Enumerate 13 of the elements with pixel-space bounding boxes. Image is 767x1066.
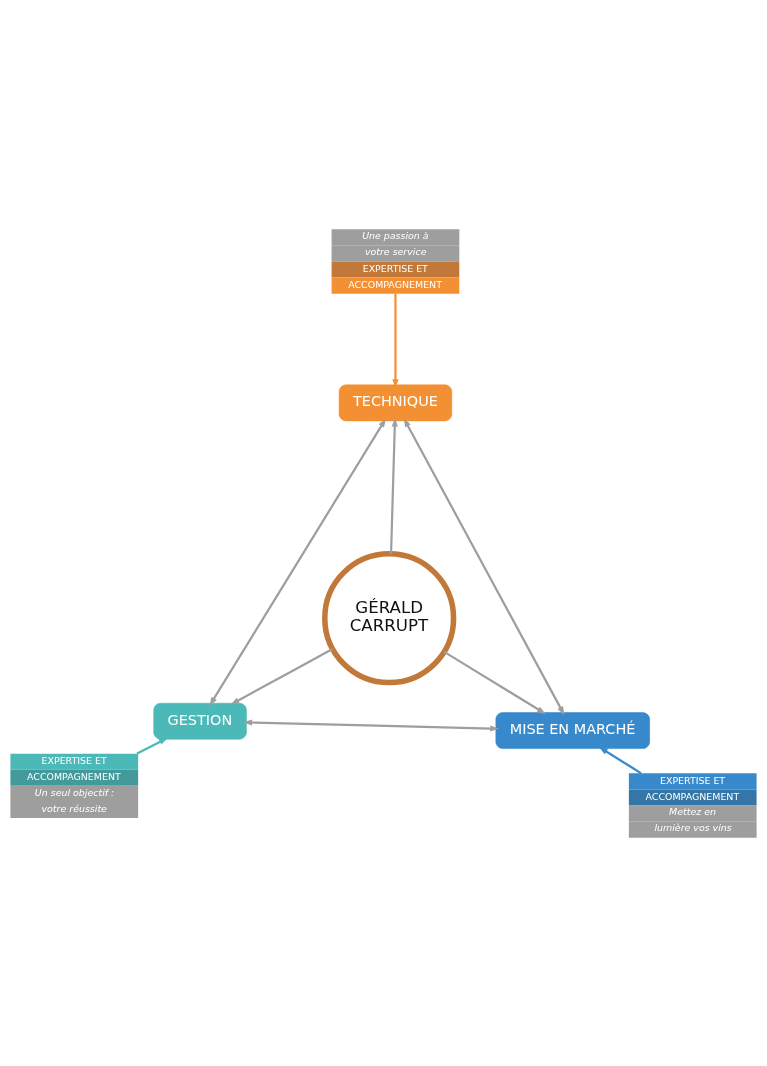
node-box: GESTION: [153, 702, 247, 740]
arrow: [598, 746, 642, 774]
arrow: [243, 718, 500, 732]
arrow: [230, 647, 333, 705]
node-circle: GÉRALD CARRUPT: [322, 550, 457, 685]
arrow: [403, 417, 565, 715]
arrow: [209, 417, 386, 706]
arrow: [389, 417, 398, 554]
node-box: TECHNIQUE: [338, 384, 453, 421]
arrow: [136, 737, 168, 755]
node-box: MISE EN MARCHÉ: [495, 711, 650, 749]
arrow: [443, 650, 546, 714]
arrow: [392, 293, 399, 388]
